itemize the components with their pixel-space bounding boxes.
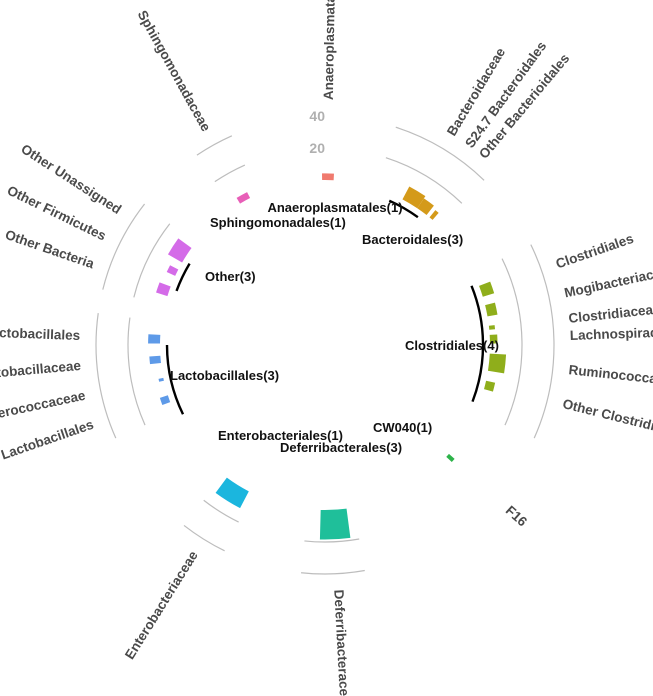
- family-label: Lactobacillaceae: [0, 358, 82, 382]
- bar-lachnospiraceae: [489, 334, 498, 344]
- tick-label-20: 20: [309, 140, 325, 156]
- family-label: Clostridiaceae: [568, 301, 653, 326]
- bar-bacteroidaceae: [402, 186, 426, 209]
- order-label: Lactobacillales(3): [170, 368, 279, 383]
- gridline-40: [530, 244, 555, 439]
- family-label: Ruminococcaceae: [568, 362, 653, 389]
- bar-lactobacillales: [159, 395, 171, 406]
- order-label: Enterobacteriales(1): [218, 428, 343, 443]
- family-label: Deferribacteraceae: [331, 589, 352, 696]
- bar-other-clostridiales: [483, 380, 496, 392]
- gridline-20: [304, 538, 360, 543]
- gridline-20: [133, 223, 171, 298]
- family-label: Other Clostridiales: [561, 396, 653, 440]
- bar-mogibacteriaceae: [485, 302, 498, 317]
- gridline-40: [395, 126, 485, 181]
- bar-enterobacteriaceae: [215, 477, 249, 509]
- order-bracket: [175, 263, 191, 292]
- tick-label-40: 40: [309, 108, 325, 124]
- family-label: Enterobacteriaceae: [122, 548, 201, 662]
- family-label: Enterococcaceae: [0, 388, 87, 426]
- family-label: Anaeroplasmataceae: [321, 0, 338, 100]
- gridline-40: [183, 524, 225, 552]
- order-label: Anaeroplasmatales(1): [267, 200, 402, 215]
- gridline-40: [95, 313, 117, 439]
- bar-enterococcaceae: [158, 377, 164, 382]
- bar-other-lactobacillales: [148, 334, 161, 344]
- order-bracket: [165, 344, 185, 415]
- family-bars: [148, 173, 507, 540]
- family-label: Sphingomonadaceae: [135, 8, 214, 134]
- order-label: Deferribacterales(3): [280, 440, 402, 455]
- radial-gridlines: [95, 126, 555, 575]
- family-label: Other Lactobacillales: [0, 323, 80, 343]
- bar-sphingomonadaceae: [236, 192, 251, 204]
- gridline-20: [127, 317, 146, 426]
- family-label: Clostridiales: [554, 231, 636, 272]
- bar-clostridiales: [479, 281, 495, 297]
- order-bracket: [470, 285, 485, 403]
- family-label: Lachnospiraceae: [570, 324, 653, 343]
- gridline-20: [385, 157, 463, 204]
- bar-clostridiaceae: [488, 325, 496, 330]
- gridline-20: [501, 258, 523, 426]
- order-label: Sphingomonadales(1): [210, 215, 346, 230]
- order-labels: Anaeroplasmatales(1) Bacteroidales(3) Clos…: [170, 200, 499, 455]
- bar-ruminococcaceae: [487, 353, 507, 374]
- order-label: Clostridiales(4): [405, 338, 499, 353]
- bar-anaeroplasmataceae: [322, 173, 334, 181]
- order-label: Other(3): [205, 269, 256, 284]
- gridline-20: [214, 164, 246, 183]
- gridline-40: [196, 135, 233, 156]
- bar-other-firmicutes: [166, 265, 179, 276]
- family-label: Lactobacillales: [0, 417, 95, 463]
- bar-other-unassigned: [167, 238, 192, 263]
- bar-s24-7-bacteroidales: [417, 198, 434, 215]
- order-bracket: [388, 199, 419, 219]
- gridline-20: [203, 499, 239, 523]
- family-label: F16: [503, 503, 531, 530]
- gridline-40: [102, 203, 146, 290]
- order-brackets: [165, 199, 485, 415]
- order-label: CW040(1): [373, 420, 432, 435]
- gridline-40: [300, 569, 365, 575]
- bar-other-bacterioidales: [429, 210, 439, 220]
- bar-f16: [446, 453, 455, 462]
- bar-other-bacteria: [156, 282, 171, 297]
- bar-lactobacillaceae: [149, 355, 161, 365]
- order-label: Bacteroidales(3): [362, 232, 463, 247]
- bar-deferribacteraceae: [319, 508, 351, 540]
- family-label: Mogibacteriaceae: [563, 262, 653, 300]
